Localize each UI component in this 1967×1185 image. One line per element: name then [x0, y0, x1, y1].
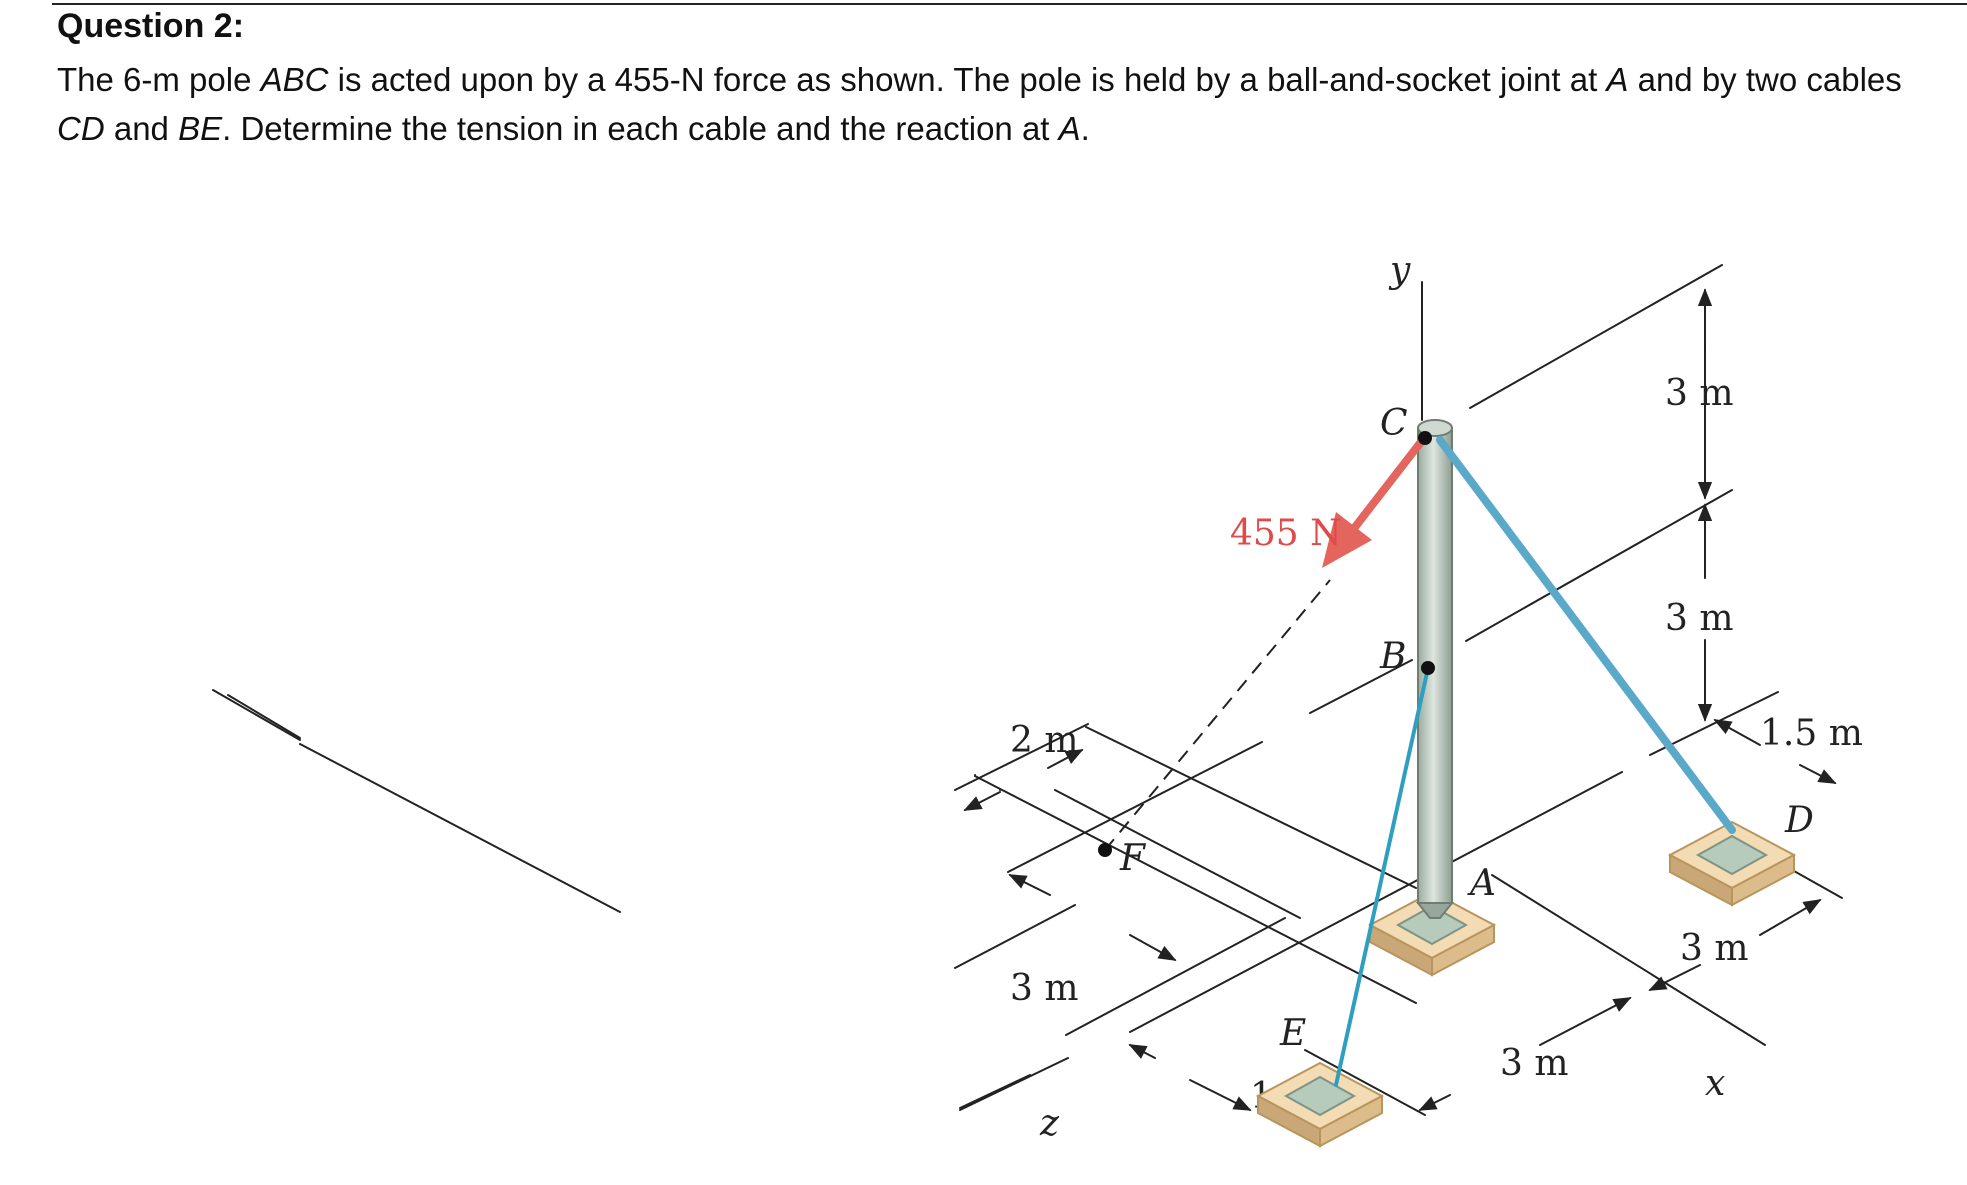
base-a-right: [1431, 923, 1495, 977]
base-e: [1255, 1061, 1385, 1148]
pole-name: ABC: [260, 61, 329, 98]
dim-15-arrow-r: [1189, 1079, 1252, 1111]
point-d-label: D: [1784, 800, 1814, 841]
point-f-dot: [1098, 843, 1112, 857]
y-axis-label: y: [1388, 250, 1411, 291]
dim-vert-lower-label: 3 m: [1665, 598, 1733, 639]
mid-plane-line: [1465, 489, 1733, 642]
point-b-dot: [1421, 661, 1435, 675]
force-line-dashed: [1104, 579, 1331, 851]
dim-3m-left-arrow-r: [1129, 934, 1177, 961]
left-back-ground-line: [1085, 726, 1417, 889]
question-text: The 6-m pole ABC is acted upon by a 455-…: [57, 55, 1937, 153]
question-text-part: is acted upon by a 455-N force as shown.…: [328, 61, 1607, 98]
base-d: [1667, 820, 1797, 907]
base-a-plate: [1395, 904, 1469, 946]
line-3m-front: [959, 1057, 1069, 1111]
top-plane-line: [1469, 264, 1723, 409]
left-upper-tick-line: [212, 689, 301, 741]
top-rule: [52, 3, 1967, 5]
point-c-label: C: [1380, 403, 1408, 444]
front-right-line: [1304, 1049, 1426, 1116]
left-front-ground-line: [1007, 741, 1263, 873]
base-e-right: [1319, 1094, 1383, 1148]
force-arrowhead: [1322, 512, 1372, 568]
mid-z-line: [1054, 789, 1301, 919]
point-b-label: B: [1379, 636, 1406, 677]
point-e-label: E: [1279, 1013, 1306, 1054]
dim-15-arrow-l: [1128, 1044, 1156, 1059]
dim-vert-upper-label: 3 m: [1665, 373, 1733, 414]
question-text-part: .: [1080, 110, 1090, 147]
dim-2m-arrow-up: [1047, 749, 1084, 769]
left-dashed-mid-line: [1309, 659, 1413, 714]
point-a-ref: A: [1606, 61, 1629, 98]
point-a-ref: A: [1058, 110, 1081, 147]
cable-be: [1334, 666, 1430, 1087]
point-f-label: F: [1119, 838, 1147, 879]
question-text-part: and: [104, 110, 179, 147]
left-long-diagonal: [974, 775, 1417, 1004]
dim-3m-front-label: 3 m: [1500, 1043, 1568, 1084]
point-a-label: A: [1467, 863, 1496, 904]
dim-3m-left-label: 3 m: [1010, 968, 1078, 1009]
base-a: [1367, 890, 1497, 977]
cable-be-ref: BE: [178, 110, 223, 147]
dim-15r-arrow-l: [1713, 719, 1761, 746]
left-bottom-diagonal: [959, 1074, 1031, 1109]
line-2m-top-a: [954, 723, 1089, 791]
dim-3m-front-arrow-l: [1418, 1094, 1451, 1111]
question-title: Question 2:: [57, 7, 245, 45]
line-2m-ext: [227, 694, 301, 739]
force-label: 455 N: [1230, 513, 1342, 554]
cable-cd: [1436, 436, 1736, 834]
question-text-part: and by two cables: [1628, 61, 1902, 98]
dim-3m-left-arrow-l: [1008, 874, 1051, 896]
dim-15r-arrow-r: [1799, 764, 1837, 784]
dim-3m-right-arrow-r: [1759, 899, 1822, 936]
left-upper-diagonal: [299, 743, 621, 913]
base-d-right: [1731, 853, 1795, 907]
z-axis-label: z: [1039, 1103, 1060, 1144]
dim-2m-arrow-down: [963, 791, 1001, 811]
force-shaft: [1341, 435, 1428, 543]
dim-2m-label: 2 m: [1010, 720, 1078, 761]
question-text-part: The 6-m pole: [57, 61, 261, 98]
question-text-part: . Determine the tension in each cable an…: [222, 110, 1059, 147]
x-axis-label: x: [1705, 1063, 1725, 1104]
dim-3m-right-arrow-l: [1648, 964, 1701, 991]
cable-cd-ref: CD: [57, 110, 105, 147]
dim-15r-label: 1.5 m: [1760, 713, 1863, 754]
x-axis-line: [1491, 874, 1766, 1046]
line-e-front: [1065, 917, 1286, 1036]
pole-foot: [1415, 902, 1455, 919]
left-lower-diagonal: [954, 904, 1076, 969]
point-c-dot: [1418, 431, 1432, 445]
base-d-plate: [1695, 834, 1769, 876]
dim-3m-front-arrow-r: [1539, 997, 1632, 1046]
dim-3m-right-label: 3 m: [1680, 928, 1748, 969]
